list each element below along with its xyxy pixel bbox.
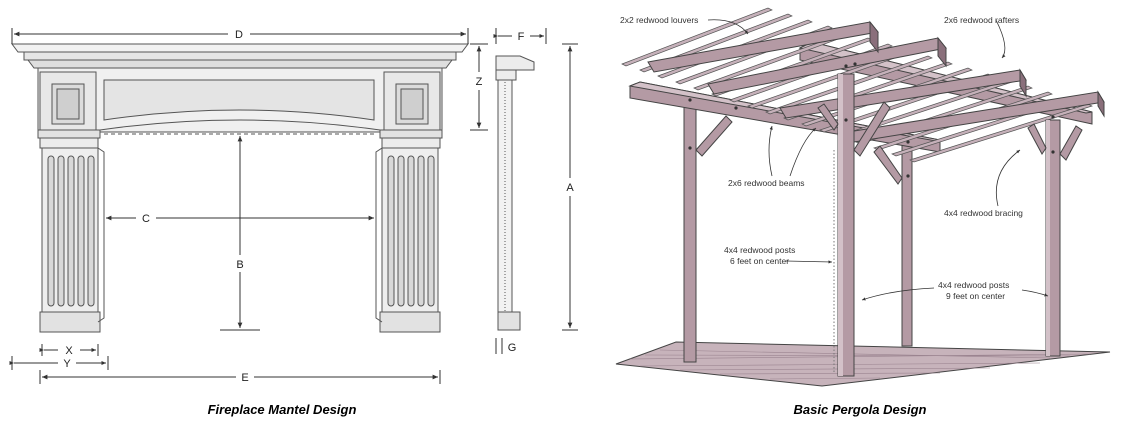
- mantel-left-base: [39, 311, 101, 333]
- dim-label-y: Y: [63, 358, 71, 370]
- dim-label-b: B: [236, 259, 243, 271]
- pergola-deck: [615, 341, 1111, 387]
- mantel-shelf: [11, 43, 469, 53]
- dim-label-c: C: [142, 213, 150, 225]
- label-posts-6-line1: 4x4 redwood posts: [724, 245, 795, 255]
- label-posts-9-line1: 4x4 redwood posts: [938, 280, 1009, 290]
- dim-label-z: Z: [476, 76, 483, 88]
- label-bracing: 4x4 redwood bracing: [944, 208, 1023, 218]
- mantel-caption: Fireplace Mantel Design: [208, 402, 357, 417]
- mantel-crown: [23, 51, 457, 61]
- dim-label-g: G: [508, 342, 517, 354]
- mantel-drawing: [11, 43, 469, 333]
- dim-label-d: D: [235, 29, 243, 41]
- label-rafters: 2x6 redwood rafters: [944, 15, 1019, 25]
- mantel-dimensions: [9, 28, 578, 384]
- pergola-leaders: [707, 19, 1049, 301]
- dim-label-f: F: [518, 31, 525, 43]
- label-beams: 2x6 redwood beams: [728, 178, 805, 188]
- mantel-frieze-panel: [103, 79, 375, 121]
- pergola-caption: Basic Pergola Design: [794, 402, 927, 417]
- pergola-drawing: [615, 7, 1111, 387]
- dim-label-e: E: [241, 372, 248, 384]
- mantel-dimension-labels: D F Z A B C X Y E G: [63, 29, 574, 384]
- mantel-crown-molding: [27, 59, 453, 69]
- pergola-labels: 2x2 redwood louvers 2x6 redwood rafters …: [620, 15, 1023, 301]
- pergola-back-right-post: [901, 137, 913, 347]
- label-posts-9-line2: 9 feet on center: [946, 291, 1005, 301]
- pergola-bracing: [695, 101, 1083, 185]
- mantel-side-profile: [495, 55, 535, 331]
- dim-label-a: A: [566, 182, 574, 194]
- mantel-right-base: [379, 311, 441, 333]
- pergola-bolts: [688, 62, 1055, 178]
- pergola-deck-boards: [629, 349, 1091, 380]
- label-posts-6-line2: 6 feet on center: [730, 256, 789, 266]
- pergola-back-left-post: [683, 103, 697, 363]
- dim-label-x: X: [65, 345, 73, 357]
- label-louvers: 2x2 redwood louvers: [620, 15, 698, 25]
